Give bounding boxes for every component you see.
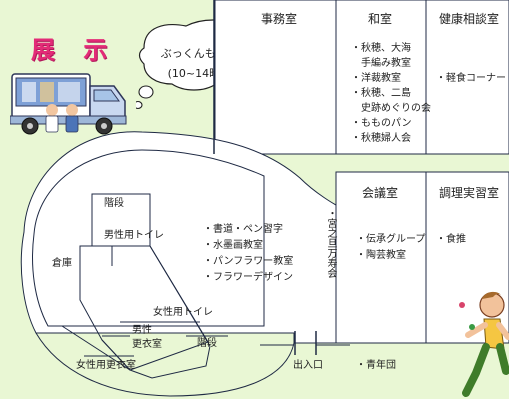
room-kenko: 健康相談室 <box>438 12 499 26</box>
room-kaigishitsu: 会議室 <box>361 186 398 200</box>
room-josei-kouishitsu: 女性用更衣室 <box>76 360 136 371</box>
washitsu-item-4: ・秋穂、二島 <box>351 88 411 99</box>
kaigishitsu-item-2: ・陶芸教室 <box>356 250 406 261</box>
room-chouri: 調理実習室 <box>438 186 499 200</box>
washitsu-item-6: ・もものパン <box>351 118 412 129</box>
room-dansei-toilet: 男性用トイレ <box>104 230 164 241</box>
washitsu-item-7: ・秋穂婦人会 <box>351 133 411 144</box>
washitsu-item-3: ・洋裁教室 <box>351 73 401 84</box>
room-souko: 倉庫 <box>52 258 72 269</box>
room-jimushitsu: 事務室 <box>260 12 297 26</box>
hall-item-3: ・パンフラワー教室 <box>203 256 294 267</box>
exhibition-title: 展 示 <box>31 35 118 64</box>
washitsu-item-1: ・秋穂、大海 <box>351 43 411 54</box>
hall-item-1: ・書道・ペン習字 <box>203 224 283 235</box>
room-kaidan-top: 階段 <box>104 198 124 209</box>
room-josei-toilet: 女性用トイレ <box>153 307 213 318</box>
room-washitsu: 和室 <box>367 12 392 26</box>
hall-item-2: ・水墨画教室 <box>203 240 263 251</box>
vertical-label: ・宮之旦万寿会 <box>325 208 336 278</box>
hall-item-4: ・フラワーデザイン <box>203 272 293 283</box>
washitsu-item-5: 史跡めぐりの会 <box>351 103 431 114</box>
truck-illustration <box>10 73 127 135</box>
room-dansei-kouishitsu: 男性 更衣室 <box>132 325 162 350</box>
outside-label: ・青年団 <box>356 360 396 371</box>
room-kaidan-bottom: 階段 <box>197 338 217 349</box>
chouri-item-1: ・食推 <box>436 234 466 245</box>
entrance-label: 出入口 <box>293 360 323 371</box>
kenko-item-1: ・軽食コーナー <box>436 73 506 84</box>
washitsu-item-2: 手編み教室 <box>351 58 411 69</box>
kaigishitsu-item-1: ・伝承グループ <box>356 234 426 245</box>
runner-illustration <box>459 291 509 397</box>
